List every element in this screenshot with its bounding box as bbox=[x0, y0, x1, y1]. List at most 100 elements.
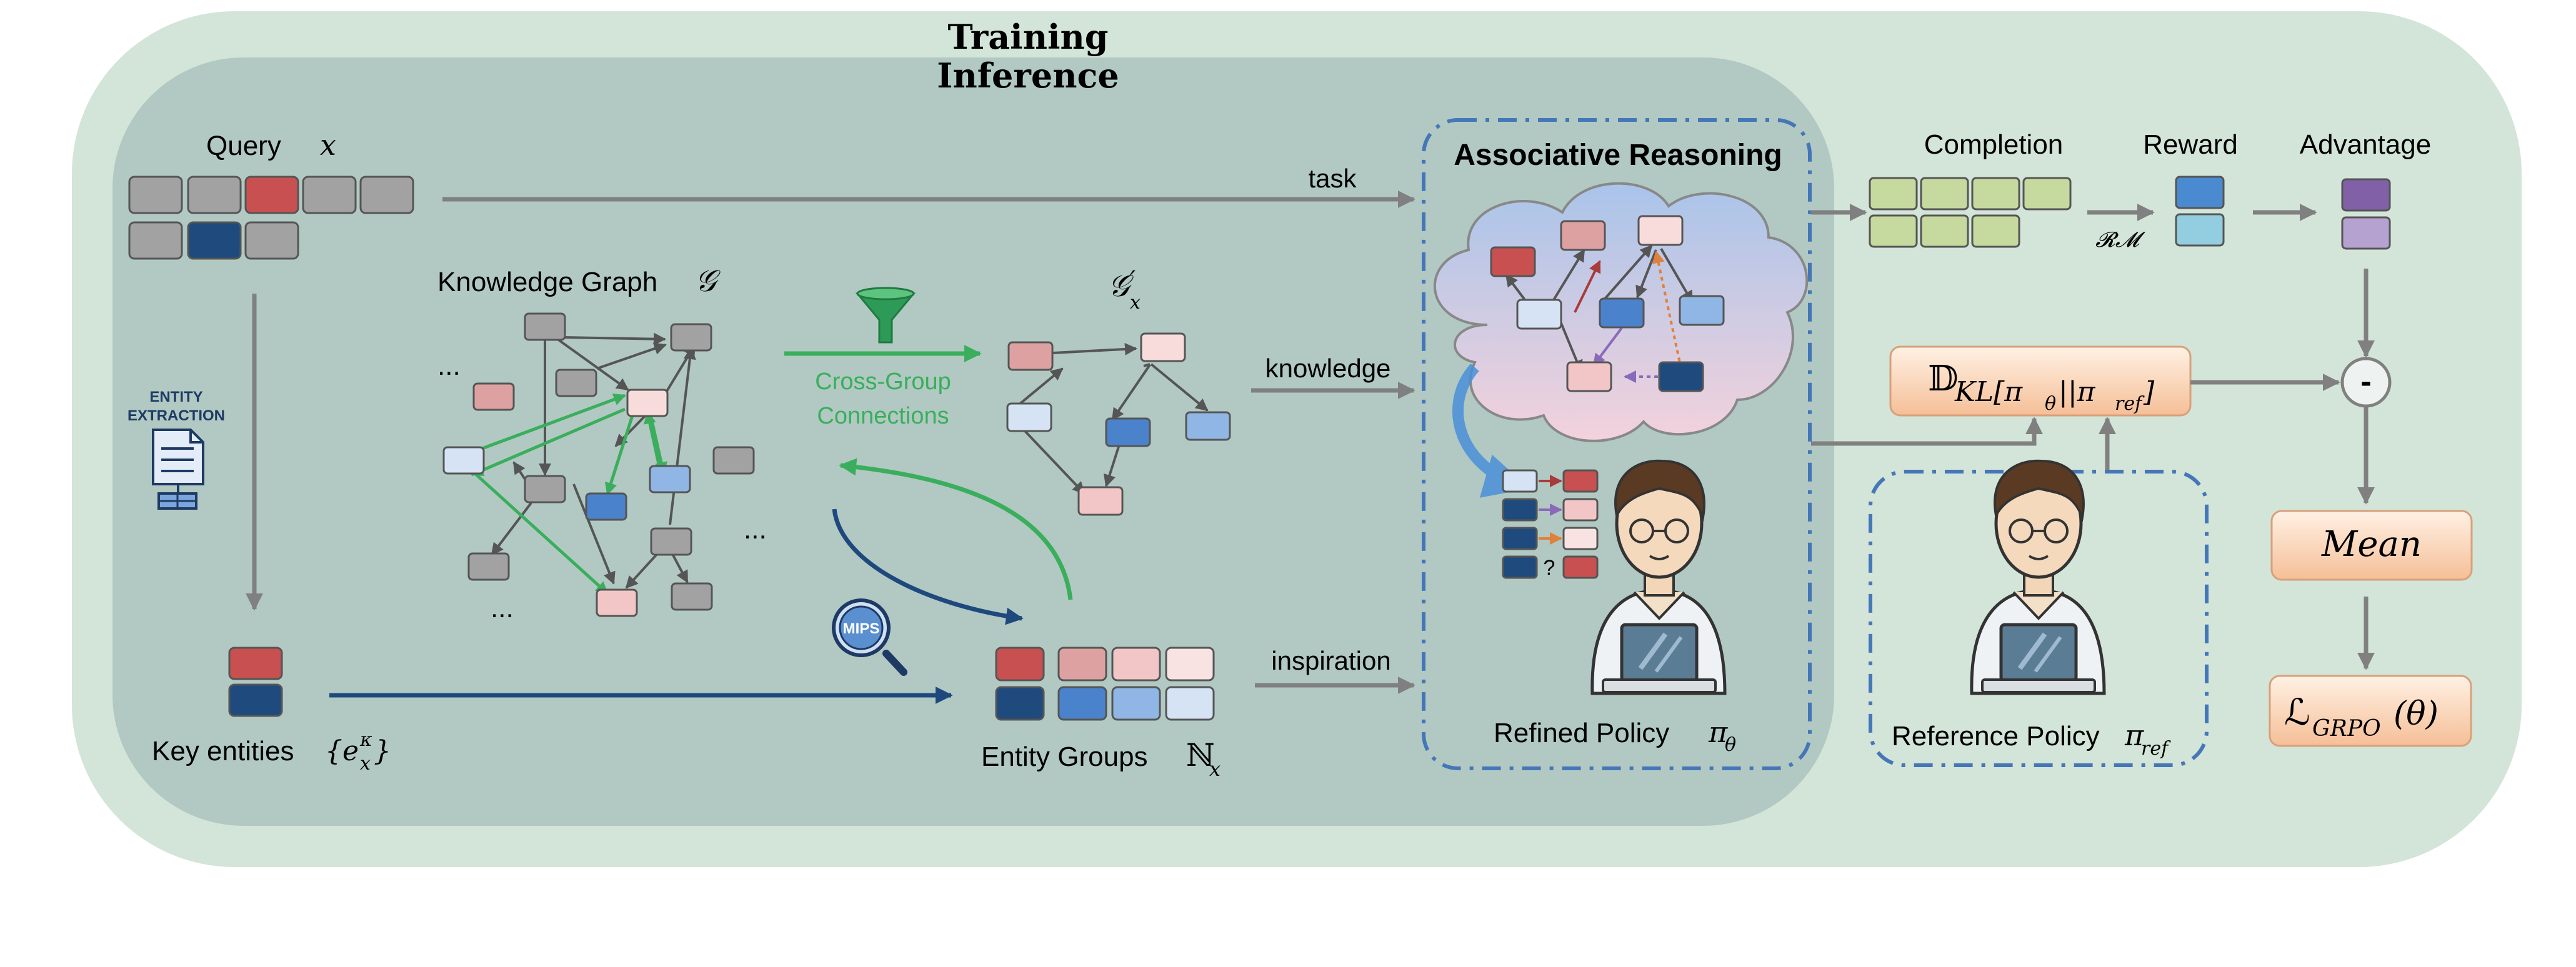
entity-group-token bbox=[1057, 647, 1107, 682]
subgraph-node bbox=[1007, 341, 1054, 371]
association-arrows bbox=[1539, 475, 1562, 545]
reward-token bbox=[2175, 213, 2225, 247]
cloud-node bbox=[1560, 220, 1606, 251]
completion-token bbox=[1869, 177, 1918, 211]
mean-box bbox=[2270, 510, 2473, 581]
minus-operator bbox=[2340, 357, 2392, 408]
completion-label: Completion bbox=[1924, 129, 2064, 160]
reference-policy-sub: ref bbox=[2141, 738, 2171, 760]
key-entities-open: {e bbox=[325, 735, 359, 767]
query-token bbox=[244, 176, 299, 214]
query-token bbox=[244, 221, 299, 260]
key-entity-token bbox=[228, 647, 283, 680]
associative-reasoning-box bbox=[1422, 118, 1812, 770]
inference-region bbox=[112, 57, 1834, 826]
kl-d: 𝔻 bbox=[1928, 359, 1959, 399]
kg-node bbox=[524, 475, 566, 503]
kg-node bbox=[442, 446, 485, 475]
subgraph-symbol: 𝒢 ′ x bbox=[1108, 266, 1141, 314]
refined-policy-symbol: π bbox=[1708, 715, 1728, 749]
subgraph-nodes bbox=[1006, 332, 1231, 516]
query-tokens bbox=[128, 176, 414, 260]
entity-group-token bbox=[1165, 647, 1215, 682]
kl-divergence-formula: 𝔻 KL[π θ ||π ref ] bbox=[1928, 359, 2155, 415]
association-token bbox=[1502, 527, 1538, 550]
key-entities-sup: κ bbox=[359, 729, 372, 751]
association-token bbox=[1502, 498, 1538, 522]
reasoning-cloud bbox=[1434, 182, 1809, 442]
association-token bbox=[1562, 469, 1599, 493]
entity-group-token bbox=[1111, 686, 1161, 721]
kl-close: ] bbox=[2143, 376, 2155, 408]
kg-node bbox=[670, 323, 712, 352]
kl-ref: ref bbox=[2115, 393, 2145, 415]
cloud-edges bbox=[1505, 244, 1694, 383]
kg-ellipsis: ... bbox=[744, 514, 767, 545]
entity-group-token bbox=[995, 647, 1045, 682]
kg-node bbox=[650, 527, 692, 556]
completion-tokens bbox=[1869, 177, 2072, 248]
kg-node bbox=[472, 382, 515, 411]
key-entity-tokens bbox=[228, 647, 283, 717]
query-token bbox=[128, 176, 183, 214]
query-token bbox=[187, 221, 242, 260]
cloud-output-arrow bbox=[1452, 364, 1529, 498]
kg-node bbox=[585, 492, 627, 521]
completion-token bbox=[1971, 214, 2020, 248]
key-entities-close: } bbox=[374, 735, 391, 767]
cross-group-line1: Cross-Group bbox=[815, 369, 951, 395]
advantage-label: Advantage bbox=[2300, 129, 2431, 160]
associative-reasoning-title: Associative Reasoning bbox=[1454, 139, 1782, 172]
reward-label: Reward bbox=[2143, 129, 2238, 160]
key-entity-token bbox=[228, 683, 283, 717]
subgraph-prime: ′ bbox=[1130, 266, 1136, 295]
refined-policy-label: Refined Policy bbox=[1494, 718, 1669, 748]
subgraph-node bbox=[1006, 402, 1052, 432]
association-token bbox=[1562, 527, 1599, 550]
knowledge-graph-symbol: 𝒢 bbox=[695, 264, 721, 299]
entity-extraction-line1: ENTITY bbox=[149, 389, 202, 405]
association-token bbox=[1562, 498, 1599, 522]
query-label: Query bbox=[206, 131, 281, 161]
groups-to-kg-curve bbox=[839, 458, 1073, 600]
loss-arg: (θ) bbox=[2394, 695, 2439, 733]
completion-token bbox=[1920, 214, 1969, 248]
kg-node bbox=[555, 369, 597, 397]
subgraph bbox=[1006, 332, 1231, 516]
kg-node bbox=[712, 446, 755, 475]
association-token bbox=[1562, 555, 1599, 579]
entity-groups-symbol: ℕ bbox=[1186, 737, 1215, 773]
subgraph-node bbox=[1185, 411, 1231, 441]
kg-node bbox=[671, 582, 713, 611]
entity-group-tokens bbox=[995, 647, 1215, 721]
task-label: task bbox=[1308, 164, 1357, 193]
cloud-node bbox=[1516, 299, 1562, 330]
cloud-node bbox=[1599, 297, 1645, 329]
completion-token bbox=[1920, 177, 1969, 211]
kg-node bbox=[596, 588, 638, 617]
subgraph-sub: x bbox=[1130, 292, 1141, 314]
cloud-node bbox=[1679, 295, 1725, 326]
completion-token bbox=[1869, 214, 1918, 248]
reward-model-label: 𝓡𝓜 bbox=[2095, 227, 2145, 252]
loss-l: ℒ bbox=[2284, 691, 2310, 733]
unknown-association: ? bbox=[1544, 556, 1555, 580]
query-token bbox=[359, 176, 414, 214]
kg-nodes bbox=[442, 312, 755, 617]
reference-policy-symbol: π bbox=[2124, 718, 2144, 752]
policy-to-kl-line bbox=[1811, 417, 2043, 446]
cloud-node bbox=[1490, 246, 1536, 277]
cloud-node bbox=[1637, 215, 1684, 246]
refined-policy-person bbox=[1590, 459, 1727, 695]
inspiration-label: inspiration bbox=[1271, 646, 1390, 675]
reference-policy-label: Reference Policy bbox=[1892, 721, 2100, 751]
minus-symbol: - bbox=[2360, 364, 2371, 400]
kg-node bbox=[467, 552, 510, 581]
knowledge-graph: ... ... ... bbox=[437, 312, 767, 623]
entity-group-token bbox=[1165, 686, 1215, 721]
entity-groups-sub: x bbox=[1209, 757, 1221, 781]
inference-title: Inference bbox=[937, 56, 1119, 96]
loss-sub: GRPO bbox=[2312, 716, 2381, 741]
subgraph-edges bbox=[1017, 342, 1209, 495]
kg-ellipsis: ... bbox=[437, 350, 461, 381]
